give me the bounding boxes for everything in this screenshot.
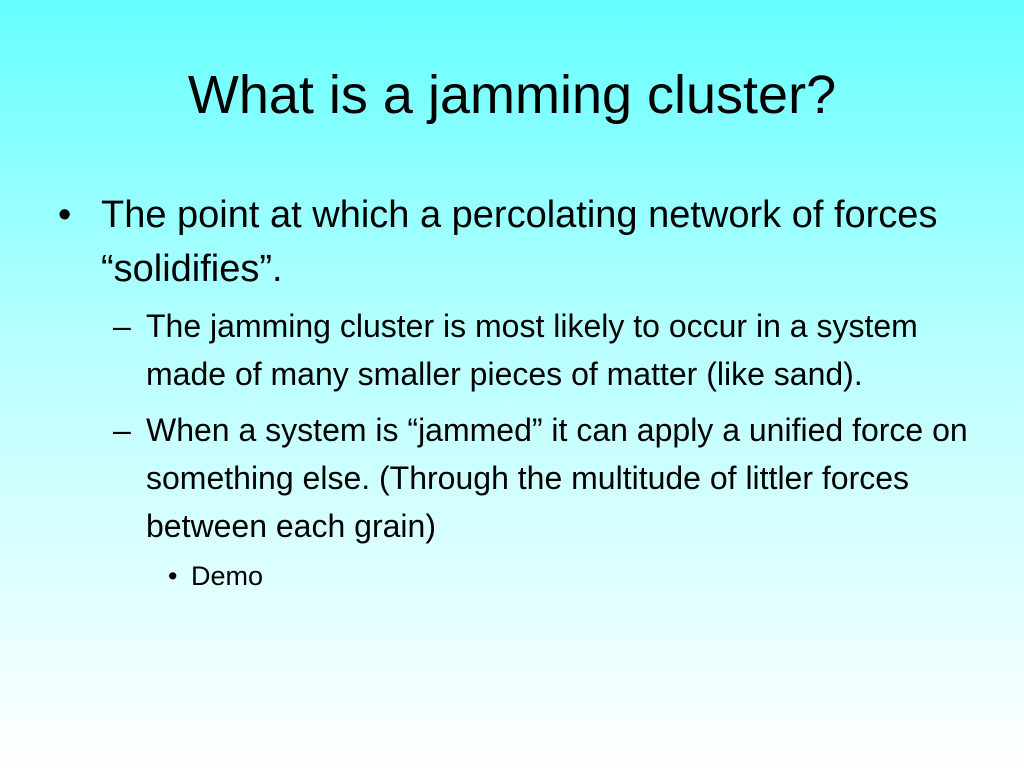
- sub-bullet-item: – The jamming cluster is most likely to …: [113, 302, 978, 398]
- dash-marker: –: [113, 308, 131, 344]
- slide-body: • The point at which a percolating netwo…: [58, 188, 978, 596]
- slide-title: What is a jamming cluster?: [187, 65, 837, 125]
- dash-marker: –: [113, 412, 131, 448]
- bullet-marker: •: [168, 561, 178, 591]
- bullet-text: The point at which a percolating network…: [101, 194, 938, 290]
- bullet-marker: •: [58, 194, 72, 236]
- sub-bullet-text: When a system is “jammed” it can apply a…: [146, 412, 968, 544]
- sub-sub-bullet-text: Demo: [191, 561, 264, 591]
- sub-bullet-item: – When a system is “jammed” it can apply…: [113, 406, 978, 550]
- sub-bullet-text: The jamming cluster is most likely to oc…: [146, 308, 918, 392]
- bullet-item: • The point at which a percolating netwo…: [58, 188, 978, 296]
- sub-sub-bullet-item: • Demo: [168, 556, 978, 596]
